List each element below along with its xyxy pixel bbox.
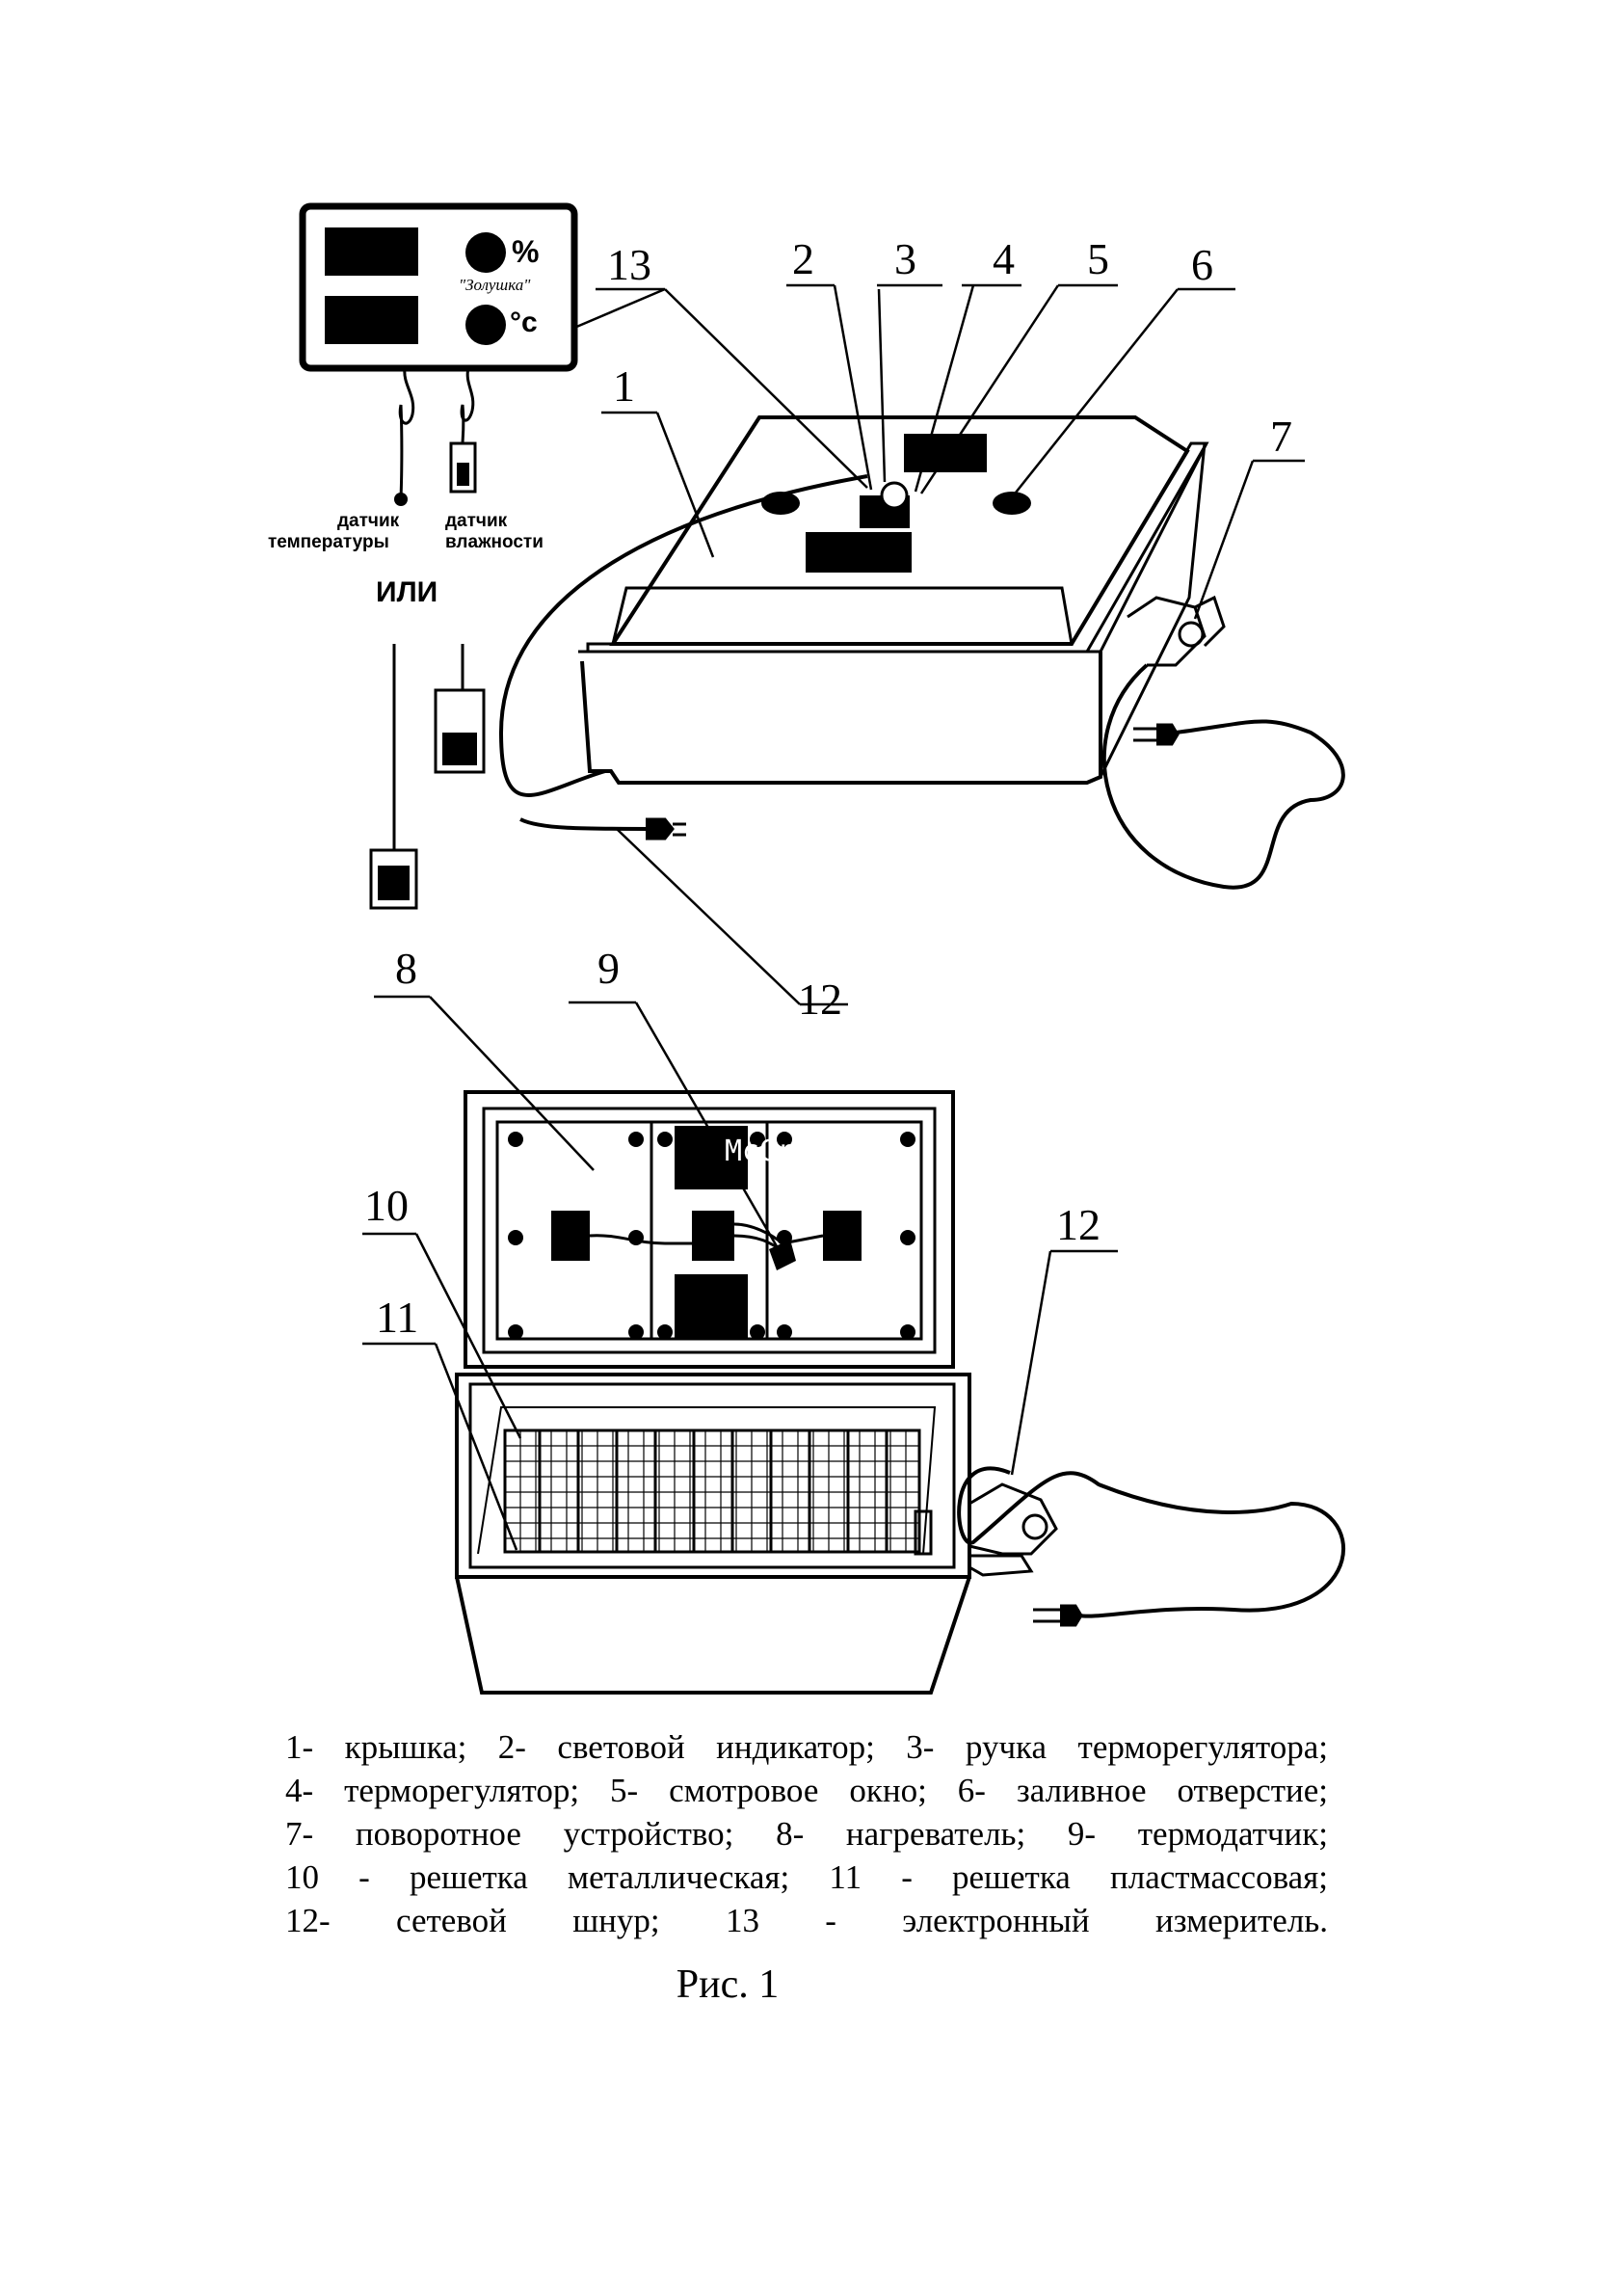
legend: 1- крышка; 2- световой индикатор; 3- руч… (285, 1725, 1328, 1942)
heater-left (551, 1211, 590, 1261)
temp-unit-label: °c (510, 307, 538, 338)
heater-bottom (675, 1274, 748, 1338)
callout-12-top: 12 (798, 974, 842, 1024)
sensor-humidity-label-2: влажности (445, 532, 544, 552)
callout-6: 6 (1191, 240, 1213, 289)
callout-7: 7 (1270, 412, 1292, 461)
leader-lines (362, 283, 1305, 1551)
incubator-open (455, 1090, 1346, 1695)
callout-9: 9 (597, 944, 620, 993)
thermostat (904, 434, 987, 472)
sensor-temp-label-1: датчик (337, 511, 400, 531)
legend-line-2: 4- терморегулятор; 5- смотровое окно; 6-… (285, 1772, 1328, 1809)
callout-10: 10 (364, 1181, 409, 1230)
callout-12-bottom: 12 (1056, 1200, 1101, 1249)
heater-center (692, 1211, 734, 1261)
callout-11: 11 (376, 1293, 418, 1342)
callout-4: 4 (993, 234, 1015, 283)
filler-hole (993, 492, 1031, 515)
legend-line-3: 7- поворотное устройство; 8- нагреватель… (285, 1815, 1328, 1853)
legend-line-1: 1- крышка; 2- световой индикатор; 3- руч… (285, 1728, 1328, 1766)
metal-grid (505, 1430, 919, 1552)
temperature-knob (465, 305, 506, 345)
humidity-unit-label: % (512, 234, 539, 269)
callout-3: 3 (894, 234, 916, 283)
legend-line-4: 10 - решетка металлическая; 11 - решетка… (285, 1858, 1328, 1896)
meter-brand: "Золушка" (459, 276, 531, 294)
callout-1: 1 (613, 361, 635, 411)
humidity-probe-alt (434, 688, 486, 774)
callout-13: 13 (607, 240, 651, 289)
incubator-closed (498, 415, 1345, 890)
heater-right (823, 1211, 862, 1261)
humidity-display (325, 227, 418, 276)
temperature-display (325, 296, 418, 344)
sensor-humidity-label-1: датчик (445, 511, 508, 531)
temperature-probe-alt (369, 848, 418, 910)
callout-8: 8 (395, 944, 417, 993)
watermark: McGrp.Ru (725, 1135, 864, 1168)
temperature-sensor-tip (394, 493, 408, 506)
callout-numbers: 1 2 3 4 5 6 7 8 9 10 11 12 12 13 (364, 234, 1292, 1342)
sensor-temp-label-2: температуры (268, 532, 389, 552)
viewing-window (806, 532, 912, 573)
figure-caption: Рис. 1 (676, 1962, 780, 2007)
humidity-sensor (449, 441, 477, 494)
callout-2: 2 (792, 234, 814, 283)
or-label: ИЛИ (376, 576, 438, 608)
legend-line-5: 12- сетевой шнур; 13 - электронный измер… (285, 1902, 1328, 1939)
callout-5: 5 (1087, 234, 1109, 283)
heater-top (675, 1126, 748, 1189)
humidity-knob (465, 232, 506, 273)
electronic-meter (299, 202, 578, 372)
